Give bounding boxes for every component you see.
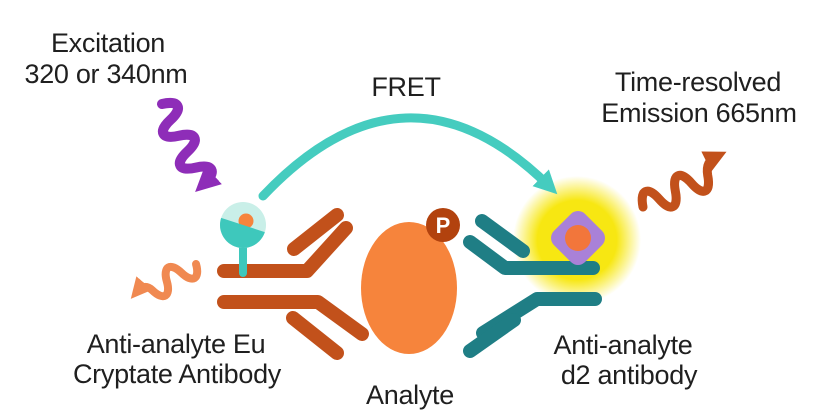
excitation-label-line1: Excitation <box>51 28 165 58</box>
emission-665-arrow <box>637 151 727 212</box>
cryptate-core-dot <box>238 213 254 229</box>
acceptor-antibody-label-line1: Anti-analyte <box>554 330 693 360</box>
d2-core-dot <box>565 225 591 251</box>
emission-620-arrow <box>130 260 202 301</box>
acceptor-antibody-label-line2: d2 antibody <box>561 360 698 390</box>
emission-620-arrow-path <box>130 260 202 301</box>
emission-665-arrow-path <box>637 151 727 212</box>
donor-heavy-chain-top <box>217 221 353 278</box>
cryptate-teal-half <box>220 212 266 248</box>
acceptor-light-chain-top <box>475 214 530 258</box>
acceptor-heavy-chain-top <box>463 235 600 275</box>
donor-antibody-label-line2: Cryptate Antibody <box>73 359 282 389</box>
excitation-arrow <box>157 98 222 192</box>
cryptate-ball-lower-half <box>220 212 266 248</box>
acceptor-antibody-shape <box>463 214 602 358</box>
acceptor-light-chain-bottom <box>463 313 521 358</box>
labels: Excitation 320 or 340nm FRET Time-resolv… <box>24 28 797 410</box>
excitation-arrow-path <box>157 98 222 192</box>
donor-light-chain-top <box>287 208 344 256</box>
emission-label-line1: Time-resolved <box>615 67 781 97</box>
donor-antibody-label-line1: Anti-analyte Eu <box>87 329 266 359</box>
donor-light-chain-bottom <box>286 311 344 360</box>
analyte-shape <box>361 222 457 354</box>
analyte-label: Analyte <box>366 380 454 410</box>
donor-antibody-shape <box>217 208 369 360</box>
phospho-badge-label: P <box>436 213 451 238</box>
phospho-badge <box>426 208 460 242</box>
donor-heavy-chain-bottom <box>217 295 369 341</box>
fret-arc-arrow <box>258 113 558 201</box>
emission-label-line2: Emission 665nm <box>601 98 796 128</box>
fret-label: FRET <box>371 72 440 102</box>
excitation-label-line2: 320 or 340nm <box>24 59 187 89</box>
